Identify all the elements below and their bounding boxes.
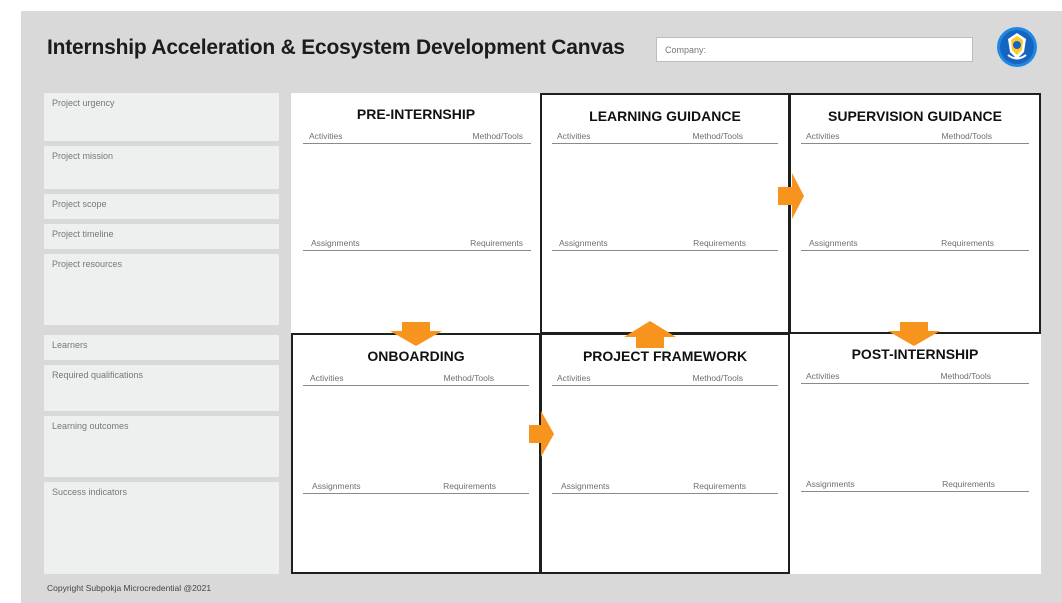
copyright-footer: Copyright Subpokja Microcredential @2021	[47, 583, 212, 593]
requirements-label: Requirements	[942, 479, 995, 489]
divider	[552, 143, 778, 144]
sidebar-item-project-mission[interactable]: Project mission	[44, 146, 279, 189]
page-title: Internship Acceleration & Ecosystem Deve…	[47, 36, 625, 59]
company-label: Company:	[665, 45, 707, 55]
arrow-down-icon	[390, 322, 442, 346]
divider	[801, 250, 1029, 251]
method-tools-label: Method/Tools	[940, 371, 991, 381]
phase-title: PRE-INTERNSHIP	[356, 106, 476, 122]
ministry-emblem-icon	[997, 27, 1037, 67]
sidebar-item-label: Project resources	[52, 259, 123, 269]
phase-title: POST-INTERNSHIP	[851, 346, 979, 362]
activities-label: Activities	[557, 373, 591, 383]
phase-post-internship[interactable]: POST-INTERNSHIP Activities Method/Tools …	[789, 333, 1041, 574]
sidebar-item-success-indicators[interactable]: Success indicators	[44, 482, 279, 574]
requirements-label: Requirements	[693, 238, 746, 248]
assignments-label: Assignments	[311, 238, 360, 248]
sidebar-item-required-qualifications[interactable]: Required qualifications	[44, 365, 279, 411]
sidebar-item-project-resources[interactable]: Project resources	[44, 254, 279, 325]
assignments-label: Assignments	[806, 479, 855, 489]
divider	[801, 143, 1029, 144]
assignments-label: Assignments	[809, 238, 858, 248]
activities-label: Activities	[310, 373, 344, 383]
sidebar-item-project-timeline[interactable]: Project timeline	[44, 224, 279, 249]
sidebar-item-label: Success indicators	[52, 487, 128, 497]
arrow-right-icon	[529, 411, 554, 457]
divider	[801, 491, 1029, 492]
arrow-right-icon	[778, 173, 804, 219]
requirements-label: Requirements	[443, 481, 496, 491]
requirements-label: Requirements	[941, 238, 994, 248]
sidebar-item-label: Project scope	[52, 199, 107, 209]
company-field[interactable]: Company:	[656, 37, 973, 62]
divider	[303, 493, 529, 494]
phase-title: PROJECT FRAMEWORK	[582, 348, 748, 364]
arrow-up-icon	[624, 321, 676, 348]
divider	[303, 385, 529, 386]
sidebar-item-label: Project timeline	[52, 229, 114, 239]
sidebar-item-label: Learning outcomes	[52, 421, 129, 431]
assignments-label: Assignments	[312, 481, 361, 491]
sidebar-item-label: Required qualifications	[52, 370, 144, 380]
assignments-label: Assignments	[559, 238, 608, 248]
phase-pre-internship[interactable]: PRE-INTERNSHIP Activities Method/Tools A…	[291, 93, 541, 334]
sidebar-item-learning-outcomes[interactable]: Learning outcomes	[44, 416, 279, 477]
activities-label: Activities	[557, 131, 591, 141]
method-tools-label: Method/Tools	[692, 373, 743, 383]
assignments-label: Assignments	[561, 481, 610, 491]
method-tools-label: Method/Tools	[472, 131, 523, 141]
activities-label: Activities	[806, 131, 840, 141]
divider	[303, 250, 531, 251]
sidebar-item-learners[interactable]: Learners	[44, 335, 279, 360]
divider	[552, 250, 778, 251]
sidebar-item-label: Project urgency	[52, 98, 115, 108]
method-tools-label: Method/Tools	[692, 131, 743, 141]
method-tools-label: Method/Tools	[443, 373, 494, 383]
sidebar-item-project-urgency[interactable]: Project urgency	[44, 93, 279, 141]
phase-title: SUPERVISION GUIDANCE	[828, 108, 1002, 124]
sidebar-item-project-scope[interactable]: Project scope	[44, 194, 279, 219]
sidebar-item-label: Project mission	[52, 151, 114, 161]
activities-label: Activities	[806, 371, 840, 381]
requirements-label: Requirements	[693, 481, 746, 491]
arrow-down-icon	[888, 322, 940, 346]
divider	[552, 385, 778, 386]
sidebar-item-label: Learners	[52, 340, 88, 350]
method-tools-label: Method/Tools	[941, 131, 992, 141]
activities-label: Activities	[309, 131, 343, 141]
requirements-label: Requirements	[470, 238, 523, 248]
phase-title: LEARNING GUIDANCE	[589, 108, 741, 124]
divider	[801, 383, 1029, 384]
divider	[552, 493, 778, 494]
phase-title: ONBOARDING	[367, 348, 465, 364]
divider	[303, 143, 531, 144]
